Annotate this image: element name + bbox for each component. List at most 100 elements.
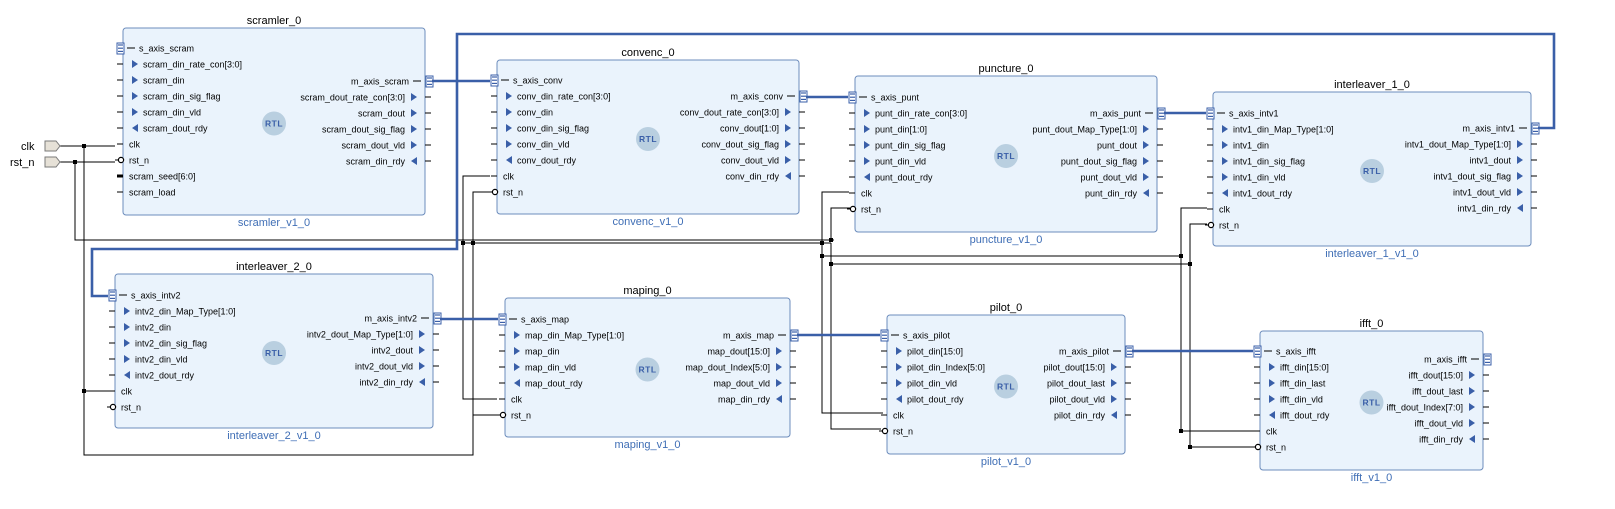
port-intv2-din-rdy[interactable]: intv2_din_rdy bbox=[359, 378, 439, 388]
port-scram-din[interactable]: scram_din bbox=[117, 76, 185, 86]
port-intv2-din-vld[interactable]: intv2_din_vld bbox=[109, 355, 188, 365]
port-rst-n[interactable]: rst_n bbox=[115, 156, 149, 166]
port-scram-dout-vld[interactable]: scram_dout_vld bbox=[341, 141, 431, 151]
port-intv1-din-sig-flag[interactable]: intv1_din_sig_flag bbox=[1207, 157, 1305, 167]
clock-reset-net[interactable] bbox=[462, 243, 497, 400]
port-intv1-dout-vld[interactable]: intv1_dout_vld bbox=[1453, 188, 1537, 198]
port-rst-n[interactable]: rst_n bbox=[489, 188, 523, 198]
port-punt-dout[interactable]: punt_dout bbox=[1097, 141, 1163, 151]
port-clk[interactable]: clk bbox=[849, 189, 872, 199]
port-clk[interactable]: clk bbox=[499, 395, 522, 405]
port-s-axis-pilot[interactable]: s_axis_pilot bbox=[880, 329, 951, 342]
port-map-dout-15-0[interactable]: map_dout[15:0] bbox=[707, 347, 796, 357]
port-pilot-dout-15-0[interactable]: pilot_dout[15:0] bbox=[1043, 363, 1131, 373]
bus-interface-icon[interactable] bbox=[790, 329, 799, 342]
bus-interface-icon[interactable] bbox=[1531, 122, 1540, 135]
port-ifft-dout-15-0[interactable]: ifft_dout[15:0] bbox=[1409, 371, 1489, 381]
bus-interface-icon[interactable] bbox=[1483, 353, 1492, 366]
port-scram-dout-rate-con-3-0[interactable]: scram_dout_rate_con[3:0] bbox=[300, 93, 431, 103]
ip-block-maping-0[interactable]: maping_0maping_v1_0RTLs_axis_mapmap_din_… bbox=[497, 285, 799, 451]
port-ifft-din-rdy[interactable]: ifft_din_rdy bbox=[1419, 435, 1489, 445]
port-conv-din-rate-con-3-0[interactable]: conv_din_rate_con[3:0] bbox=[491, 92, 611, 102]
port-map-dout-index-5-0[interactable]: map_dout_Index[5:0] bbox=[685, 363, 796, 373]
port-conv-din-vld[interactable]: conv_din_vld bbox=[491, 140, 570, 150]
bus-interface-icon[interactable] bbox=[1253, 345, 1262, 358]
port-conv-din-sig-flag[interactable]: conv_din_sig_flag bbox=[491, 124, 589, 134]
port-map-din-map-type-1-0[interactable]: map_din_Map_Type[1:0] bbox=[499, 331, 624, 341]
port-intv1-dout-sig-flag[interactable]: intv1_dout_sig_flag bbox=[1433, 172, 1537, 182]
port-rst-n[interactable]: rst_n bbox=[1205, 221, 1239, 231]
port-scram-din-rate-con-3-0[interactable]: scram_din_rate_con[3:0] bbox=[117, 60, 242, 70]
port-intv2-dout-map-type-1-0[interactable]: intv2_dout_Map_Type[1:0] bbox=[307, 330, 439, 340]
port-conv-din[interactable]: conv_din bbox=[491, 108, 553, 118]
port-punt-din-rate-con-3-0[interactable]: punt_din_rate_con[3:0] bbox=[849, 109, 967, 119]
port-conv-dout-rate-con-3-0[interactable]: conv_dout_rate_con[3:0] bbox=[680, 108, 805, 118]
port-ifft-dout-vld[interactable]: ifft_dout_vld bbox=[1415, 419, 1489, 429]
clock-reset-net[interactable] bbox=[472, 243, 499, 416]
clock-reset-net[interactable] bbox=[830, 207, 850, 240]
bus-interface-icon[interactable] bbox=[848, 91, 857, 104]
port-ifft-din-vld[interactable]: ifft_din_vld bbox=[1254, 395, 1323, 405]
port-clk[interactable]: clk bbox=[1254, 427, 1277, 437]
port-ifft-dout-index-7-0[interactable]: ifft_dout_Index[7:0] bbox=[1387, 403, 1489, 413]
ip-block-scramler-0[interactable]: scramler_0scramler_v1_0RTLs_axis_scramsc… bbox=[115, 15, 434, 229]
port-s-axis-punt[interactable]: s_axis_punt bbox=[848, 91, 920, 104]
port-clk[interactable]: clk bbox=[491, 172, 514, 182]
bus-interface-icon[interactable] bbox=[116, 42, 125, 55]
bus-interface-icon[interactable] bbox=[1125, 345, 1134, 358]
bus-interface-icon[interactable] bbox=[498, 313, 507, 326]
port-intv2-dout-rdy[interactable]: intv2_dout_rdy bbox=[109, 371, 195, 381]
port-punt-dout-map-type-1-0[interactable]: punt_dout_Map_Type[1:0] bbox=[1032, 125, 1163, 135]
port-punt-din-1-0[interactable]: punt_din[1:0] bbox=[849, 125, 927, 135]
port-punt-dout-vld[interactable]: punt_dout_vld bbox=[1080, 173, 1163, 183]
port-intv1-din-map-type-1-0[interactable]: intv1_din_Map_Type[1:0] bbox=[1207, 125, 1334, 135]
port-pilot-din-vld[interactable]: pilot_din_vld bbox=[881, 379, 957, 389]
port-clk[interactable]: clk bbox=[881, 411, 904, 421]
clock-reset-net[interactable] bbox=[472, 191, 491, 243]
port-intv1-dout-rdy[interactable]: intv1_dout_rdy bbox=[1207, 189, 1293, 199]
ip-block-puncture-0[interactable]: puncture_0puncture_v1_0RTLs_axis_puntpun… bbox=[847, 63, 1166, 246]
clock-reset-net[interactable] bbox=[1180, 207, 1207, 256]
port-s-axis-conv[interactable]: s_axis_conv bbox=[490, 74, 563, 87]
port-scram-din-rdy[interactable]: scram_din_rdy bbox=[346, 157, 431, 167]
bus-interface-icon[interactable] bbox=[433, 312, 442, 325]
port-pilot-din-15-0[interactable]: pilot_din[15:0] bbox=[881, 347, 963, 357]
port-scram-dout-rdy[interactable]: scram_dout_rdy bbox=[117, 124, 208, 134]
port-rst-n[interactable]: rst_n bbox=[847, 205, 881, 215]
clock-reset-net[interactable] bbox=[830, 243, 881, 430]
port-m-axis-intv2[interactable]: m_axis_intv2 bbox=[364, 312, 442, 325]
port-s-axis-map[interactable]: s_axis_map bbox=[498, 313, 569, 326]
clock-reset-net[interactable] bbox=[1189, 223, 1207, 264]
port-m-axis-conv[interactable]: m_axis_conv bbox=[730, 90, 808, 103]
port-ifft-din-15-0[interactable]: ifft_din[15:0] bbox=[1254, 363, 1329, 373]
port-scram-load[interactable]: scram_load bbox=[117, 188, 176, 198]
ip-block-interleaver-1-0[interactable]: interleaver_1_0interleaver_1_v1_0RTLs_ax… bbox=[1205, 79, 1540, 260]
port-conv-din-rdy[interactable]: conv_din_rdy bbox=[725, 172, 805, 182]
port-rst-n[interactable]: rst_n bbox=[497, 411, 531, 421]
bus-interface-icon[interactable] bbox=[799, 90, 808, 103]
port-intv1-din[interactable]: intv1_din bbox=[1207, 141, 1269, 151]
port-punt-din-rdy[interactable]: punt_din_rdy bbox=[1085, 189, 1163, 199]
port-punt-dout-sig-flag[interactable]: punt_dout_sig_flag bbox=[1061, 157, 1163, 167]
port-map-din[interactable]: map_din bbox=[499, 347, 560, 357]
clock-reset-net[interactable] bbox=[821, 191, 849, 243]
port-intv1-din-rdy[interactable]: intv1_din_rdy bbox=[1457, 204, 1537, 214]
port-pilot-din-rdy[interactable]: pilot_din_rdy bbox=[1054, 411, 1131, 421]
port-pilot-dout-vld[interactable]: pilot_dout_vld bbox=[1049, 395, 1131, 405]
port-conv-dout-vld[interactable]: conv_dout_vld bbox=[721, 156, 805, 166]
port-map-dout-vld[interactable]: map_dout_vld bbox=[713, 379, 796, 389]
port-ifft-dout-rdy[interactable]: ifft_dout_rdy bbox=[1254, 411, 1330, 421]
clock-reset-net[interactable] bbox=[822, 255, 1254, 432]
bus-interface-icon[interactable] bbox=[1206, 107, 1215, 120]
port-intv1-dout[interactable]: intv1_dout bbox=[1469, 156, 1537, 166]
bus-interface-icon[interactable] bbox=[425, 75, 434, 88]
port-intv1-dout-map-type-1-0[interactable]: intv1_dout_Map_Type[1:0] bbox=[1405, 140, 1537, 150]
bus-interface-icon[interactable] bbox=[490, 74, 499, 87]
clock-reset-net[interactable] bbox=[831, 263, 1254, 448]
external-port-rst-n[interactable]: rst_n bbox=[10, 156, 61, 169]
port-scram-dout[interactable]: scram_dout bbox=[358, 109, 431, 119]
port-intv2-din-map-type-1-0[interactable]: intv2_din_Map_Type[1:0] bbox=[109, 307, 236, 317]
axi-stream-bus[interactable] bbox=[90, 32, 1556, 298]
port-map-din-rdy[interactable]: map_din_rdy bbox=[718, 395, 796, 405]
